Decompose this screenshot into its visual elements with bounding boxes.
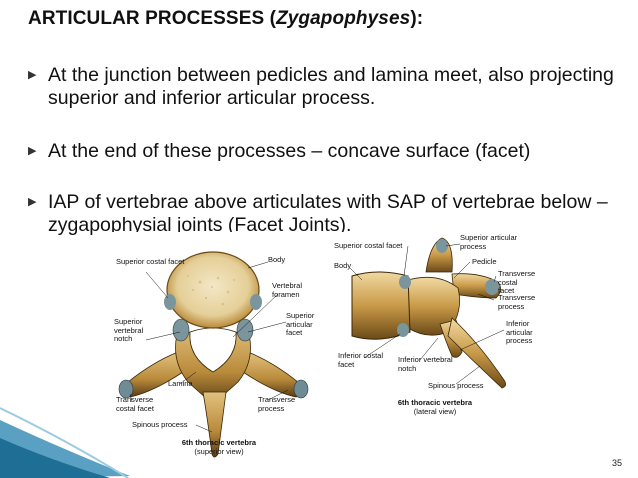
caption-lateral-title: 6th thoracic vertebra [397,398,473,407]
label-superior-vertebral-notch: Superior vertebral notch [114,317,144,343]
caption-superior-view: 6th thoracic vertebra (superior view) [164,438,274,456]
label-lat-superior-costal-facet: Superior costal facet [334,241,403,250]
caption-superior-title: 6th thoracic vertebra [181,438,257,447]
label-transverse-costal-facet: Transverse costal facet [116,395,154,413]
label-inferior-vertebral-notch: Inferior vertebral notch [398,355,453,373]
label-superior-articular-facet: Superior articular facet [286,311,315,337]
title-italic: Zygapophyses [276,8,411,29]
label-transverse-process: Transverse process [258,395,296,413]
label-vertebral-foramen: Vertebral foramen [272,281,303,299]
title-end: ): [410,8,424,29]
label-inferior-articular-process: Inferior articular process [506,319,533,345]
slide-title: ARTICULAR PROCESSES (Zygapophyses): [28,8,423,30]
label-lamina: Lamina [168,379,193,388]
bullet-text: IAP of vertebrae above articulates with … [48,191,608,236]
caption-lateral-sub: (lateral view) [413,407,457,416]
label-lat-spinous-process: Spinous process [428,381,484,390]
label-lat-body: Body [334,261,352,270]
triangle-bullet-icon: ▶ [28,196,37,208]
triangle-bullet-icon: ▶ [28,145,37,157]
lateral-view-drawing [349,237,506,389]
vertebra-illustration [118,237,506,458]
label-transverse-process-lat: Transverse process [498,293,536,311]
title-main: ARTICULAR PROCESSES ( [28,8,277,29]
bullet-item: ▶ At the junction between pedicles and l… [28,64,618,110]
label-pedicle: Pedicle [472,257,497,266]
label-inferior-costal-facet: Inferior costal facet [338,351,384,369]
label-transverse-costal-facet-lat: Transverse costal facet [498,269,536,295]
label-superior-articular-process: Superior articular process [460,233,518,251]
corner-decoration [0,407,130,478]
bullet-text: At the junction between pedicles and lam… [48,64,614,109]
bullet-item: ▶ At the end of these processes – concav… [28,140,618,163]
caption-lateral-view: 6th thoracic vertebra (lateral view) [380,398,490,416]
superior-view-drawing [118,251,309,458]
label-body: Body [268,255,286,264]
vertebra-figure: Superior costal facet Body Vertebral for… [108,232,535,462]
bullet-item: ▶ IAP of vertebrae above articulates wit… [28,191,618,237]
page-number: 35 [611,458,622,468]
triangle-bullet-icon: ▶ [28,69,37,81]
bullet-text: At the end of these processes – concave … [48,140,531,162]
label-superior-costal-facet: Superior costal facet [116,257,185,266]
label-spinous-process: Spinous process [132,420,188,429]
caption-superior-sub: (superior view) [194,447,244,456]
